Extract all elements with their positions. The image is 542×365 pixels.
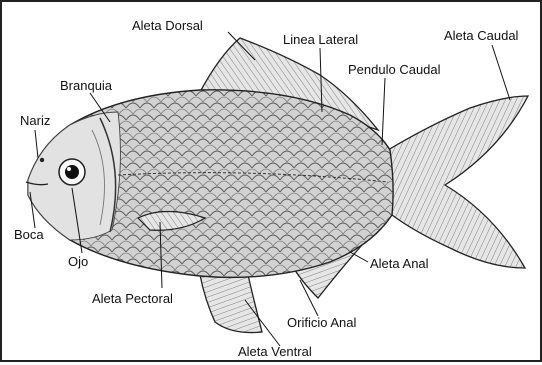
label-orificio-anal: Orificio Anal — [287, 315, 356, 330]
caudal-fin — [388, 96, 528, 268]
nostril — [40, 158, 44, 162]
label-ojo: Ojo — [68, 254, 88, 269]
label-nariz: Nariz — [20, 113, 50, 128]
label-aleta-ventral: Aleta Ventral — [238, 344, 312, 359]
label-aleta-caudal: Aleta Caudal — [444, 28, 519, 43]
ventral-fin — [200, 275, 262, 333]
label-boca: Boca — [14, 227, 44, 242]
label-aleta-dorsal: Aleta Dorsal — [132, 18, 203, 33]
label-branquia: Branquia — [60, 78, 113, 93]
label-aleta-pectoral: Aleta Pectoral — [92, 291, 173, 306]
label-pendulo-caudal: Pendulo Caudal — [348, 62, 441, 77]
label-linea-lateral: Linea Lateral — [283, 32, 358, 47]
label-aleta-anal: Aleta Anal — [370, 256, 429, 271]
